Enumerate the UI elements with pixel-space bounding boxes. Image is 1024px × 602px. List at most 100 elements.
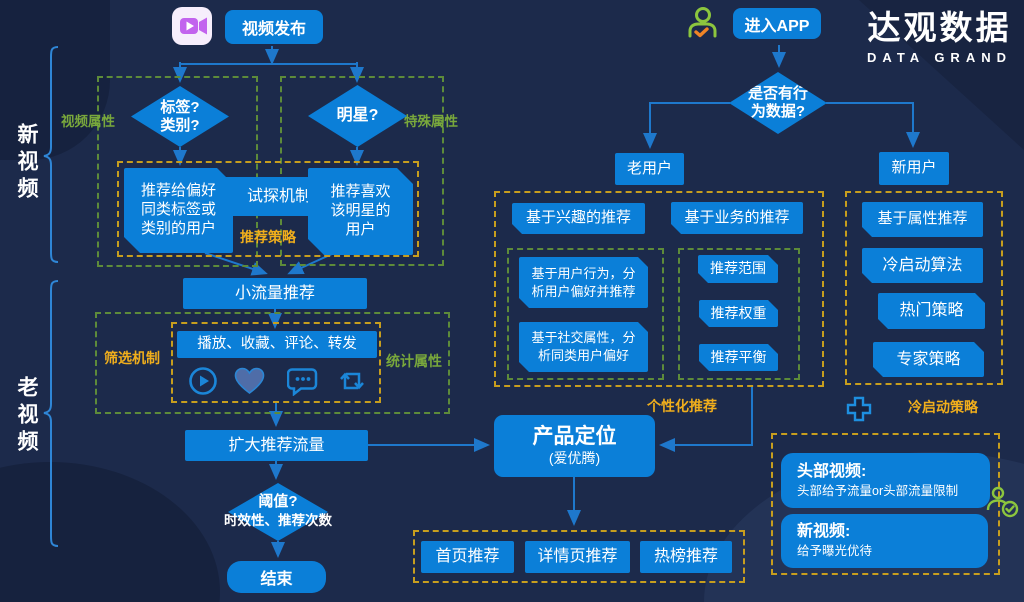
head-video-card: 头部视频: 头部给予流量or头部流量限制 [781,453,990,508]
hot-strategy-label: 热门策略 [899,302,964,319]
strategy-right-node: 推荐喜欢 该明星的 用户 [308,168,413,255]
detail-recommend-label: 详情页推荐 [537,548,618,565]
head-video-desc: 头部给予流量or头部流量限制 [797,483,959,498]
video-camera-icon [172,7,212,50]
threshold-text: 阈值? 时效性、推荐次数 [188,492,368,529]
expert-strategy-node: 专家策略 [873,342,984,377]
weight-node: 推荐权重 [699,300,778,327]
home-recommend-label: 首页推荐 [435,548,500,565]
enter-app-label: 进入APP [744,17,810,35]
publish-video-label: 视频发布 [241,21,306,38]
probe-label: 试探机制 [246,187,311,205]
threshold-line1: 阈值? [258,493,298,510]
scope-label: 推荐范围 [710,260,766,277]
strategy-right-line1: 推荐喜欢 [330,183,391,201]
strategy-label: 推荐策略 [240,229,296,245]
actions-label: 播放、收藏、评论、转发 [197,336,357,353]
business-label: 基于业务的推荐 [684,208,790,226]
behavior-line1: 基于用户行为，分 [531,265,636,281]
heart-icon [233,366,266,401]
strategy-left-node: 推荐给偏好 同类标签或 类别的用户 [124,168,233,253]
old-user-label: 老用户 [626,159,672,177]
social-line2: 析同类用户偏好 [537,348,629,363]
business-node: 基于业务的推荐 [671,202,803,234]
behavior-diamond-line1: 是否有行 [747,85,808,102]
balance-label: 推荐平衡 [710,348,767,365]
section-brackets [43,46,59,547]
hot-strategy-node: 热门策略 [878,293,985,329]
star-diamond-label: 明星? [336,107,379,125]
strategy-right-line2: 该明星的 [330,202,391,220]
new-video-title: 新视频: [797,523,851,541]
strategy-left-line3: 类别的用户 [140,219,216,237]
small-traffic-node: 小流量推荐 [183,278,367,309]
traffic-policy-group [771,433,1000,575]
strategy-left-line1: 推荐给偏好 [140,182,216,200]
personalized-group [494,191,824,387]
product-subtitle: (爱优腾) [548,450,601,467]
interest-label: 基于兴趣的推荐 [525,209,631,227]
play-icon [188,366,218,401]
strategy-group [117,161,419,257]
head-video-title: 头部视频: [797,462,867,480]
end-node: 结束 [227,561,326,593]
special-attr-label: 特殊属性 [404,114,458,129]
product-node: 产品定位 (爱优腾) [494,415,655,477]
user-verified-icon [985,484,1021,523]
new-user-node: 新用户 [879,152,949,185]
strategy-right-line3: 用户 [345,220,376,238]
enter-app-button: 进入APP [733,8,821,39]
expert-strategy-label: 专家策略 [896,350,961,368]
behavior-diamond-line2: 为数据? [750,103,806,120]
user-check-icon [684,5,720,46]
side-label-old-video: 老视频 [15,376,38,457]
actions-node: 播放、收藏、评论、转发 [177,331,377,358]
product-title: 产品定位 [532,425,617,449]
tag-diamond-line2: 类别? [160,116,200,134]
logo-cn: 达观数据 [867,9,1012,46]
filter-label: 筛选机制 [104,350,160,366]
detail-recommend-node: 详情页推荐 [525,541,630,573]
tag-diamond-line1: 标签? [160,98,200,116]
new-video-card: 新视频: 给予曝光优待 [781,514,988,568]
strategy-left-line2: 同类标签或 [140,201,216,219]
end-label: 结束 [260,571,293,588]
coldstart-group [845,191,1003,385]
scope-subgroup [678,248,800,380]
attr-recommend-node: 基于属性推荐 [862,202,983,237]
hotlist-recommend-node: 热榜推荐 [640,541,732,573]
balance-node: 推荐平衡 [699,344,778,371]
expand-traffic-label: 扩大推荐流量 [228,436,325,454]
behavior-line2: 析用户偏好并推荐 [531,283,636,299]
coldstart-algo-label: 冷启动算法 [882,256,963,274]
comment-icon [286,366,319,401]
video-attr-label: 视频属性 [61,114,115,129]
logo: 达观数据 DATA GRAND [867,9,1012,66]
scope-node: 推荐范围 [698,255,778,283]
weight-label: 推荐权重 [710,304,767,321]
publish-video-button: 视频发布 [225,10,323,44]
new-video-desc: 给予曝光优待 [797,544,873,559]
old-user-node: 老用户 [615,153,684,185]
share-repost-icon [336,366,368,401]
home-recommend-node: 首页推荐 [421,541,514,573]
expand-traffic-node: 扩大推荐流量 [185,430,368,461]
side-label-new-video: 新视频 [15,123,38,204]
behavior-data-diamond: 是否有行 为数据? [729,72,827,134]
threshold-line2: 时效性、推荐次数 [224,512,332,528]
cross-icon [846,396,872,427]
interest-node: 基于兴趣的推荐 [512,203,645,234]
hotlist-recommend-label: 热榜推荐 [653,548,718,565]
social-node: 基于社交属性，分 析同类用户偏好 [519,322,648,372]
channels-group [413,530,745,583]
coldstart-algo-node: 冷启动算法 [862,248,983,283]
social-line1: 基于社交属性，分 [531,330,636,346]
small-traffic-label: 小流量推荐 [234,284,315,302]
behavior-node: 基于用户行为，分 析用户偏好并推荐 [519,257,648,308]
new-user-label: 新用户 [891,159,937,177]
behavior-subgroup [507,248,664,380]
attr-recommend-label: 基于属性推荐 [877,210,968,228]
logo-en: DATA GRAND [867,50,1012,66]
